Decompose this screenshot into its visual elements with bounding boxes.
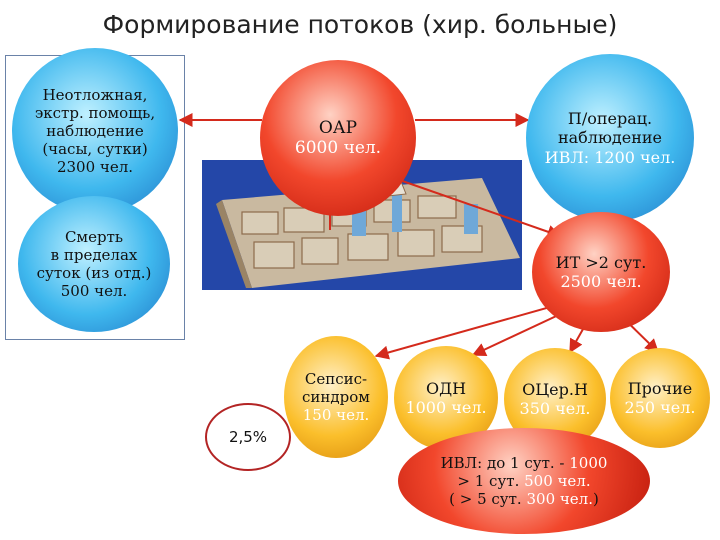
death-line1: Смерть bbox=[64, 228, 124, 246]
death-count: 500 чел. bbox=[60, 282, 128, 300]
odn-label: ОДН bbox=[425, 378, 467, 398]
ocn-count: 350 чел. bbox=[519, 399, 591, 418]
postop-node: П/операц. наблюдение ИВЛ: 1200 чел. bbox=[526, 54, 694, 222]
other-node: Прочие 250 чел. bbox=[610, 348, 710, 448]
ivl-line3: ( > 5 сут. 300 чел.) bbox=[449, 490, 599, 508]
ivl-line2-count: 500 чел. bbox=[524, 472, 591, 490]
percent-circle: 2,5% bbox=[205, 403, 291, 471]
emergency-line1: Неотложная, bbox=[42, 86, 148, 104]
sepsis-node: Сепсис- синдром 150 чел. bbox=[284, 336, 388, 458]
emergency-line2: экстр. помощь, bbox=[34, 104, 156, 122]
oar-node: ОАР 6000 чел. bbox=[260, 60, 416, 216]
ivl-line1-count: 1000 bbox=[569, 454, 608, 472]
it-label: ИТ >2 сут. bbox=[555, 252, 647, 272]
it-count: 2500 чел. bbox=[560, 272, 642, 291]
arrow-it-to-sepsis bbox=[374, 299, 576, 360]
odn-count: 1000 чел. bbox=[405, 398, 487, 417]
oar-label: ОАР bbox=[318, 117, 358, 138]
death-line2: в пределах bbox=[50, 246, 138, 264]
ivl-line3-close: ) bbox=[592, 490, 599, 508]
ivl-node: ИВЛ: до 1 сут. - 1000 > 1 сут. 500 чел. … bbox=[398, 428, 650, 534]
sepsis-line2: синдром bbox=[302, 388, 370, 406]
ivl-line2: > 1 сут. 500 чел. bbox=[457, 472, 590, 490]
emergency-count: 2300 чел. bbox=[56, 158, 134, 176]
ivl-line1: ИВЛ: до 1 сут. - 1000 bbox=[441, 454, 608, 472]
postop-line1: П/операц. bbox=[567, 109, 653, 129]
emergency-line3: наблюдение bbox=[46, 122, 144, 140]
postop-count: ИВЛ: 1200 чел. bbox=[544, 147, 676, 167]
ivl-line3-count: 300 чел. bbox=[526, 490, 593, 508]
ivl-line1-text: ИВЛ: до 1 сут. - bbox=[440, 454, 570, 472]
ivl-line3-text: ( > 5 сут. bbox=[449, 490, 527, 508]
emergency-line4: (часы, сутки) bbox=[42, 140, 148, 158]
sepsis-count: 150 чел. bbox=[302, 406, 370, 424]
arrow-oar-to-it bbox=[387, 175, 562, 239]
death-line3: суток (из отд.) bbox=[36, 264, 152, 282]
other-count: 250 чел. bbox=[624, 398, 696, 417]
postop-line2: наблюдение bbox=[557, 128, 663, 148]
death-node: Смерть в пределах суток (из отд.) 500 че… bbox=[18, 196, 170, 332]
oar-count: 6000 чел. bbox=[294, 138, 382, 158]
slide-title: Формирование потоков (хир. больные) bbox=[102, 10, 618, 39]
ocn-label: ОЦер.Н bbox=[522, 379, 588, 399]
emergency-node: Неотложная, экстр. помощь, наблюдение (ч… bbox=[12, 48, 178, 214]
sepsis-line1: Сепсис- bbox=[304, 370, 368, 388]
it-node: ИТ >2 сут. 2500 чел. bbox=[532, 212, 670, 332]
other-label: Прочие bbox=[627, 378, 693, 398]
ivl-line2-text: > 1 сут. bbox=[457, 472, 525, 490]
